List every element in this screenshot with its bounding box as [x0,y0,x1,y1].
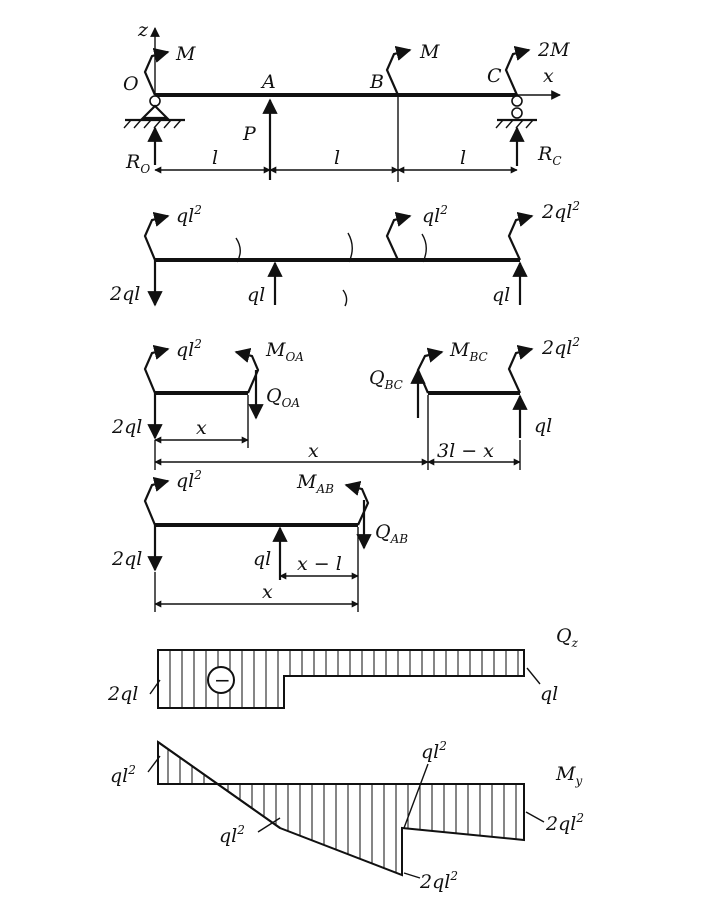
force-bc-right-label: ql [534,415,552,437]
moment-hatching [167,749,517,873]
moment-arrow-ab-left [143,476,170,526]
shear-outline [157,649,525,709]
moment-b-top-label: ql2 [421,739,447,763]
moment-line-oa [157,741,281,829]
moment-arrow-oa-left [143,344,170,394]
span-3-label: l [460,147,466,169]
shear-force-diagram: − 2ql ql Qz [107,625,579,709]
force-mid-2-label: ql [247,284,265,306]
moment-left-2-label: ql2 [176,203,202,227]
x-axis-label: x [543,65,554,87]
shear-left-leader [149,679,161,695]
ground-hatch-o [123,119,182,129]
moment-arrow-bc-cut [416,347,444,394]
moment-left-leader [147,755,161,773]
dim-bc-rest-label: 3l − x [437,440,494,462]
dim-oa-x-label: x [196,417,207,439]
negative-sign-circle [207,666,235,694]
moment-o-label: M [175,43,196,65]
span-1-label: l [212,147,218,169]
force-oa-left-label: 2ql [111,416,142,438]
moment-arrow-bc-right [507,344,534,394]
moment-arrow-b [385,45,412,96]
reaction-o-label: RO [125,151,150,176]
moment-arrow-o [143,47,170,96]
moment-oa-cut-label: MOA [265,339,304,364]
support-triangle-o [140,104,170,120]
point-c-label: C [487,65,502,87]
shear-right-label: ql [540,683,558,705]
moment-bc-right-label: 2ql2 [541,335,580,359]
shear-title: Qz [556,625,579,650]
moment-title: My [555,763,582,788]
moment-ab-left-label: ql2 [176,468,202,492]
moment-mid-label: ql2 [219,823,245,847]
roller-bottom-c [511,107,523,119]
point-b-label: B [369,71,384,93]
point-o-label: O [123,73,139,95]
moment-b-top-leader [403,763,429,829]
force-right-2-label: ql [492,284,510,306]
bending-moment-diagram: ql2 ql2 ql2 2ql2 2ql2 My [110,739,584,893]
reaction-c-label: RC [537,143,562,168]
force-ab-mid-label: ql [253,548,271,570]
moment-arrow-right-2 [507,211,534,261]
moment-c-label: 2M [537,39,570,61]
dim-ab-xl-label: x − l [297,553,342,575]
free-body-segment-bc: QBC MBC 2ql2 ql x 3l − x [154,335,580,470]
shear-ab-label: QAB [375,521,408,546]
point-a-label: A [260,71,276,93]
moment-right-2-label: 2ql2 [541,199,580,223]
moment-right-leader [525,811,545,823]
moment-ab-cut-label: MAB [296,471,334,496]
moment-right-label: 2ql2 [545,811,584,835]
shear-oa-label: QOA [266,385,300,410]
span-2-label: l [334,147,340,169]
moment-arrow-mid-2 [385,211,412,261]
shear-right-leader [526,667,541,685]
z-axis-label: z [137,19,149,41]
force-left-2-label: 2ql [109,283,140,305]
roller-top-c [511,95,523,107]
moment-b-bottom-label: 2ql2 [419,869,458,893]
moment-bc-cut-label: MBC [449,339,488,364]
moment-oa-left-label: ql2 [176,337,202,361]
moment-left-label: ql2 [110,763,136,787]
negative-sign: − [214,668,231,692]
moment-b-label: M [419,41,440,63]
moment-mid-2-label: ql2 [422,203,448,227]
moment-outline [157,740,525,877]
loaded-beam-diagram: z x M O RO A P B M C 2M [123,19,570,182]
moment-arrow-c [504,45,531,96]
moment-mid-leader [257,817,281,833]
dim-bc-x-label: x [308,440,319,462]
moment-b-bottom-leader [403,872,421,879]
ground-hatch-c [495,119,534,129]
force-ab-left-label: 2ql [111,548,142,570]
shear-left-label: 2ql [107,683,138,705]
section-cut-marks [235,232,427,307]
free-body-segment-ab: ql2 2ql ql MAB QAB x − l x [111,468,408,612]
load-p-label: P [242,123,257,145]
moment-arrow-left-2 [143,211,170,261]
moment-arrow-oa-cut [234,347,260,394]
shear-bc-label: QBC [369,367,403,392]
free-body-segment-oa: ql2 2ql MOA QOA x [111,337,304,448]
dim-ab-x-label: x [262,581,273,603]
equivalent-beam-diagram: ql2 ql2 2ql2 2ql ql ql [109,199,580,307]
